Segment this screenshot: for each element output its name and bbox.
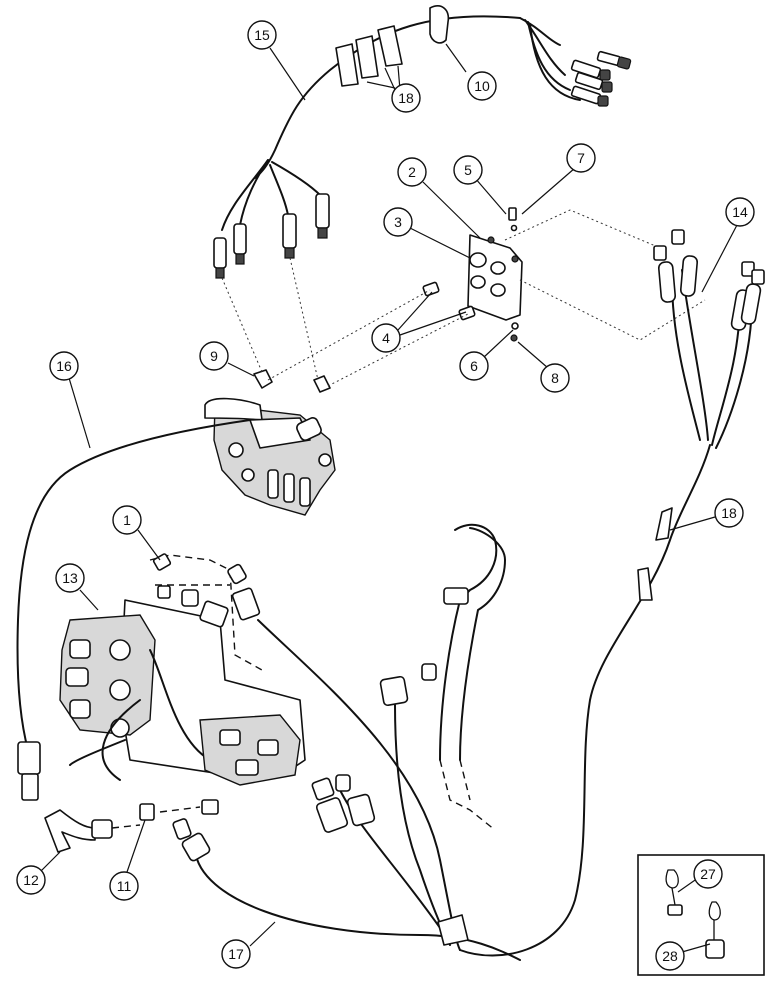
callout-7: 7	[566, 143, 596, 173]
callout-12: 12	[16, 865, 46, 895]
svg-text:17: 17	[228, 946, 244, 962]
callout-27: 27	[693, 859, 723, 889]
control-valve-upper	[204, 397, 336, 516]
hose-17-loop	[172, 619, 521, 961]
hose-harness-top	[213, 5, 632, 279]
svg-text:3: 3	[394, 214, 402, 230]
callout-13: 13	[55, 563, 85, 593]
svg-text:11: 11	[117, 878, 132, 894]
manifold-bracket	[253, 207, 523, 393]
svg-text:10: 10	[474, 78, 490, 94]
svg-text:1: 1	[123, 512, 131, 528]
svg-text:14: 14	[732, 204, 748, 220]
right-hose-bundle	[459, 229, 765, 957]
callout-1: 1	[112, 505, 142, 535]
svg-text:16: 16	[56, 358, 72, 374]
callout-3: 3	[383, 207, 413, 237]
inset-panel	[637, 854, 765, 976]
svg-text:9: 9	[210, 348, 218, 364]
svg-text:7: 7	[577, 150, 585, 166]
svg-text:12: 12	[23, 872, 39, 888]
fittings-lower-left	[44, 799, 219, 853]
callout-2: 2	[397, 157, 427, 187]
callout-6: 6	[459, 351, 489, 381]
callout-14: 14	[725, 197, 755, 227]
svg-text:8: 8	[551, 370, 559, 386]
svg-text:4: 4	[382, 330, 390, 346]
svg-text:5: 5	[464, 162, 472, 178]
callout-16: 16	[49, 351, 79, 381]
svg-text:18: 18	[398, 90, 414, 106]
vertical-tube	[439, 523, 506, 831]
hose-16	[16, 419, 251, 801]
callout-8: 8	[540, 363, 570, 393]
callout-9: 9	[199, 341, 229, 371]
callout-5: 5	[453, 155, 483, 185]
callout-4: 4	[371, 323, 401, 353]
svg-text:28: 28	[662, 948, 678, 964]
svg-text:18: 18	[721, 505, 737, 521]
callout-28: 28	[655, 941, 685, 971]
dotted-guide-lines	[221, 209, 706, 387]
svg-text:6: 6	[470, 358, 478, 374]
callout-18-top: 18	[391, 83, 421, 113]
svg-text:15: 15	[254, 27, 270, 43]
callout-15: 15	[247, 20, 277, 50]
callout-leaders	[39, 43, 738, 947]
svg-text:2: 2	[408, 164, 416, 180]
callout-17: 17	[221, 939, 251, 969]
callout-10: 10	[467, 71, 497, 101]
lower-valve-assembly	[59, 553, 306, 786]
callout-11: 11	[109, 871, 139, 901]
svg-text:13: 13	[62, 570, 78, 586]
callout-18-right: 18	[714, 498, 744, 528]
svg-text:27: 27	[700, 866, 716, 882]
